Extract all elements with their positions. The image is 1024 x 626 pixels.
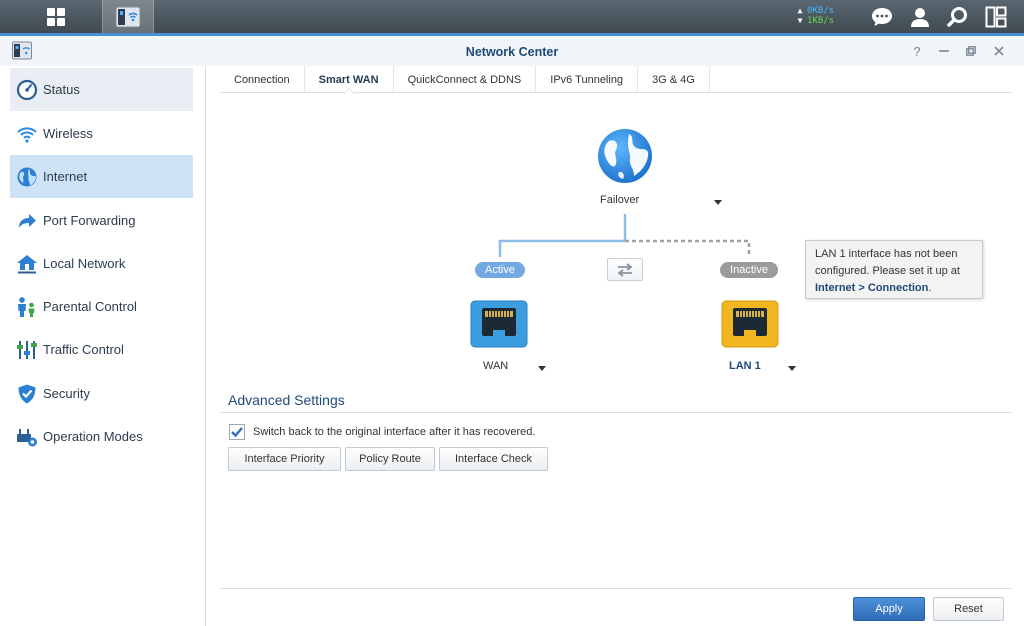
network-center-taskbar-button[interactable] <box>102 0 154 33</box>
lan-status-badge: Inactive <box>720 262 778 278</box>
sidebar-item-label: Local Network <box>43 256 126 271</box>
apply-button[interactable]: Apply <box>853 597 925 621</box>
switch-interface-button[interactable] <box>607 258 643 281</box>
widgets-icon[interactable] <box>983 4 1009 30</box>
policy-route-button[interactable]: Policy Route <box>345 447 435 471</box>
upload-speed: 0KB/s <box>807 6 835 16</box>
globe-icon <box>16 166 38 188</box>
network-center-app-icon <box>115 6 141 27</box>
sidebar-item-security[interactable]: Security <box>10 372 193 415</box>
lan-dropdown-icon[interactable] <box>788 366 796 371</box>
network-center-app-icon <box>12 41 32 60</box>
advanced-settings-title: Advanced Settings <box>228 392 345 408</box>
main-menu-icon <box>47 7 65 26</box>
sidebar-item-label: Operation Modes <box>43 429 143 444</box>
sidebar-item-internet[interactable]: Internet <box>10 155 193 198</box>
sidebar-item-label: Security <box>43 386 90 401</box>
network-speed-indicator: ▲ 0KB/s ▼ 1KB/s <box>796 6 846 26</box>
minimize-icon[interactable] <box>935 42 953 60</box>
switch-back-checkbox[interactable] <box>229 424 245 440</box>
sidebar-item-parental-control[interactable]: Parental Control <box>10 285 193 328</box>
sidebar-item-status[interactable]: Status <box>10 68 193 111</box>
chat-icon[interactable] <box>869 4 895 30</box>
network-center-window: Network Center ? Status Wireless <box>0 33 1024 626</box>
window-title: Network Center <box>465 45 559 59</box>
tab-3g-4g[interactable]: 3G & 4G <box>638 66 710 93</box>
search-icon[interactable] <box>945 4 971 30</box>
main-menu-button[interactable] <box>30 0 82 33</box>
upload-arrow-icon: ▲ <box>797 6 803 15</box>
tab-smart-wan[interactable]: Smart WAN <box>305 66 394 94</box>
sidebar-item-label: Port Forwarding <box>43 213 136 228</box>
reset-button[interactable]: Reset <box>933 597 1004 621</box>
interface-check-button[interactable]: Interface Check <box>439 447 548 471</box>
wifi-icon <box>16 123 38 145</box>
sidebar-item-label: Status <box>43 82 80 97</box>
lan-label: LAN 1 <box>729 360 761 372</box>
wan-ethernet-icon[interactable] <box>470 300 528 348</box>
checkmark-icon <box>231 427 243 438</box>
mode-label: Failover <box>600 194 640 206</box>
mode-dropdown-icon[interactable] <box>714 200 722 205</box>
tab-ipv6-tunneling[interactable]: IPv6 Tunneling <box>536 66 639 93</box>
tab-connection[interactable]: Connection <box>220 66 305 93</box>
tooltip-link[interactable]: Internet > Connection <box>815 282 929 294</box>
sidebar-item-wireless[interactable]: Wireless <box>10 112 193 155</box>
tab-quickconnect-ddns[interactable]: QuickConnect & DDNS <box>394 66 537 93</box>
download-arrow-icon: ▼ <box>797 16 803 25</box>
status-icon <box>16 79 38 101</box>
sidebar-item-label: Parental Control <box>43 299 137 314</box>
switch-back-label: Switch back to the original interface af… <box>253 426 536 438</box>
forward-arrow-icon <box>16 210 38 232</box>
lan-ethernet-icon[interactable] <box>721 300 779 348</box>
sidebar-item-traffic-control[interactable]: Traffic Control <box>10 328 193 371</box>
wan-dropdown-icon[interactable] <box>538 366 546 371</box>
sidebar-item-port-forwarding[interactable]: Port Forwarding <box>10 199 193 242</box>
close-icon[interactable] <box>990 42 1008 60</box>
sidebar-item-label: Traffic Control <box>43 342 124 357</box>
maximize-icon[interactable] <box>962 42 980 60</box>
wan-status-badge: Active <box>475 262 525 278</box>
family-icon <box>16 296 38 318</box>
taskbar: ▲ 0KB/s ▼ 1KB/s <box>0 0 1024 33</box>
shield-icon <box>16 383 38 405</box>
swap-arrows-icon <box>617 262 633 277</box>
wan-label: WAN <box>483 360 509 372</box>
sidebar-item-operation-modes[interactable]: Operation Modes <box>10 415 193 458</box>
home-network-icon <box>16 253 38 275</box>
sidebar-item-label: Internet <box>43 169 88 184</box>
sidebar-item-local-network[interactable]: Local Network <box>10 242 193 285</box>
section-divider <box>220 412 1012 413</box>
user-icon[interactable] <box>907 4 933 30</box>
tooltip-end: . <box>928 282 932 294</box>
lan-config-tooltip: LAN 1 interface has not been configured.… <box>805 240 983 299</box>
sliders-icon <box>16 339 38 361</box>
help-icon[interactable]: ? <box>913 43 921 59</box>
footer-divider <box>220 588 1012 589</box>
window-titlebar: Network Center ? <box>0 36 1024 66</box>
tooltip-text: LAN 1 interface has not been configured.… <box>815 248 960 277</box>
interface-priority-button[interactable]: Interface Priority <box>228 447 341 471</box>
download-speed: 1KB/s <box>807 16 835 26</box>
globe-icon[interactable] <box>597 128 653 184</box>
sidebar: Status Wireless Internet Port Forwarding… <box>0 66 206 626</box>
tab-bar: Connection Smart WAN QuickConnect & DDNS… <box>220 66 1012 94</box>
router-gear-icon <box>16 426 38 448</box>
connection-lines <box>498 214 751 257</box>
sidebar-item-label: Wireless <box>43 126 93 141</box>
